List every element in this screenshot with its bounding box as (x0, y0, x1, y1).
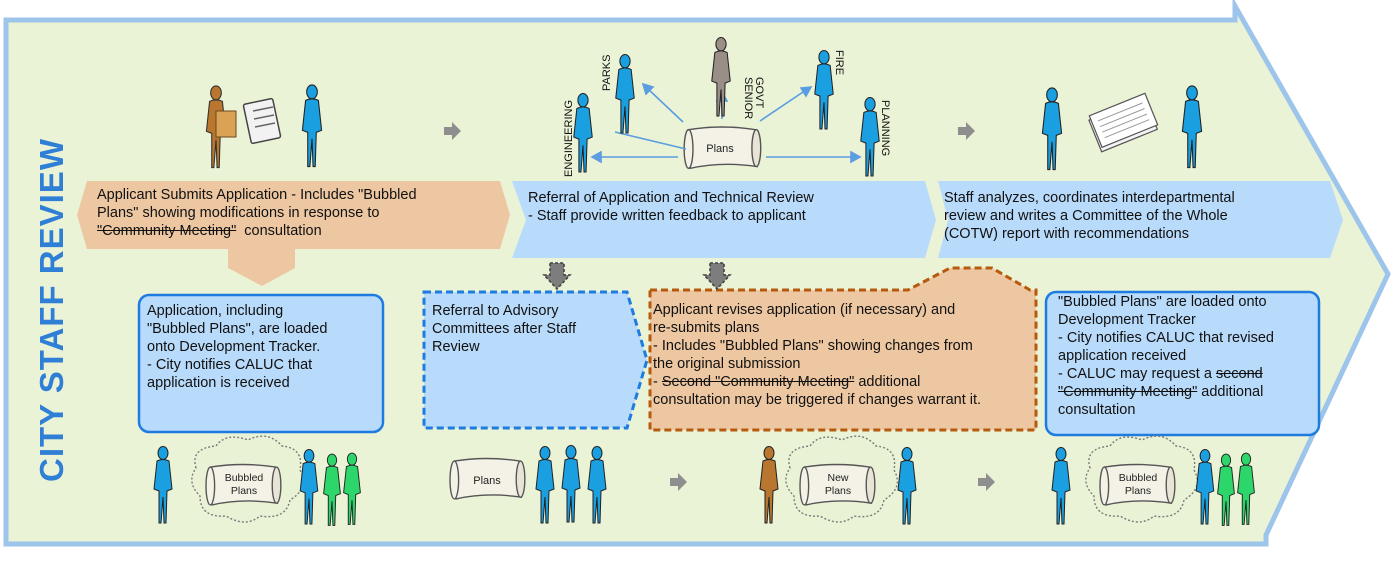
strike-community-meeting-2: "Community Meeting" (1058, 384, 1198, 400)
step-analyze-line-1: Staff analyzes, coordinates interdepartm… (944, 190, 1235, 206)
scroll-bubbled-1-line1: Bubbled (225, 472, 264, 484)
step-referral-text: Referral of Application and Technical Re… (528, 189, 814, 225)
box-revise-text: Applicant revises application (if necess… (653, 301, 981, 409)
strike-community-meeting: "Community Meeting" (97, 223, 237, 239)
box2-line-1: Referral to Advisory (432, 303, 559, 319)
box1-line-4: - City notifies CALUC that (147, 357, 313, 373)
box4-line-2: Development Tracker (1058, 312, 1196, 328)
label-planning: PLANNING (879, 100, 891, 156)
step-analyze-shape (938, 181, 1343, 258)
scroll-plans-top-label: Plans (706, 143, 734, 155)
referral-diagram: Plans ENGINEERING PARKS SENIOR GOVT FIRE… (563, 37, 891, 177)
step-referral-line-2: - Staff provide written feedback to appl… (528, 208, 806, 224)
label-engineering: ENGINEERING (563, 100, 575, 177)
step-referral-line-1: Referral of Application and Technical Re… (528, 190, 814, 206)
step-analyze-line-3: (COTW) report with recommendations (944, 226, 1189, 242)
step-submit-down-tab (228, 249, 295, 286)
box1-line-3: onto Development Tracker. (147, 339, 321, 355)
box4-line-4: application received (1058, 348, 1187, 364)
clipboard-icon (242, 97, 282, 145)
box3-line-6: consultation may be triggered if changes… (653, 392, 982, 408)
box-advisory-text: Referral to Advisory Committees after St… (432, 302, 576, 356)
box-revised-tracker-shape (1044, 290, 1321, 437)
label-govt: GOVT (753, 77, 765, 108)
box3-line-5: - Second "Community Meeting" additional (653, 374, 921, 390)
box1-line-1: Application, including (147, 303, 284, 319)
step-submit-text: Applicant Submits Application - Includes… (97, 186, 417, 240)
box4-line-5: - CALUC may request a second (1058, 366, 1263, 382)
scroll-new-plans-line2: Plans (825, 485, 851, 497)
box4-line-1: "Bubbled Plans" are loaded onto (1058, 294, 1267, 310)
folder-icon (215, 110, 237, 138)
box4-line-3: - City notifies CALUC that revised (1058, 330, 1274, 346)
side-title: CITY STAFF REVIEW (33, 138, 70, 482)
report-stack-icon (1088, 92, 1159, 153)
box2-line-3: Review (432, 339, 480, 355)
scroll-bubbled-2-line1: Bubbled (1119, 472, 1158, 484)
box-advisory-shape (422, 290, 649, 430)
scroll-new-plans-line1: New (827, 472, 848, 484)
label-fire: FIRE (833, 50, 845, 75)
box4-line-7: consultation (1058, 402, 1136, 418)
box3-line-2: re-submits plans (653, 320, 760, 336)
step-submit-line-2: Plans" showing modifications in response… (97, 205, 380, 221)
scroll-bubbled-1-line2: Plans (231, 485, 257, 497)
label-senior: SENIOR (742, 77, 754, 119)
step-submit-line-1: Applicant Submits Application - Includes… (97, 187, 417, 203)
label-parks: PARKS (601, 55, 613, 91)
box2-line-2: Committees after Staff (432, 321, 576, 337)
box1-line-5: application is received (147, 375, 290, 391)
step-analyze-text: Staff analyzes, coordinates interdepartm… (944, 189, 1235, 243)
scroll-bubbled-2-line2: Plans (1125, 485, 1151, 497)
box-development-tracker-shape (137, 293, 385, 434)
box4-line-6: "Community Meeting" additional (1058, 384, 1264, 400)
scroll-plans-bottom-label: Plans (473, 475, 501, 487)
step-analyze-line-2: review and writes a Committee of the Who… (944, 208, 1228, 224)
step-referral-shape (512, 181, 936, 258)
box3-line-3: - Includes "Bubbled Plans" showing chang… (653, 338, 973, 354)
box1-line-2: "Bubbled Plans", are loaded (147, 321, 328, 337)
strike-second: second (1215, 366, 1263, 382)
box-revise-shape (648, 266, 1038, 432)
step-submit-shape (77, 181, 510, 249)
box-development-tracker-text: Application, including "Bubbled Plans", … (147, 302, 327, 392)
box3-line-1: Applicant revises application (if necess… (653, 302, 956, 318)
strike-second-community-meeting: Second "Community Meeting" (661, 374, 855, 390)
box3-line-4: the original submission (653, 356, 801, 372)
box-revised-tracker-text: "Bubbled Plans" are loaded onto Developm… (1058, 293, 1274, 419)
step-submit-line-3: "Community Meeting" consultation (97, 223, 322, 239)
